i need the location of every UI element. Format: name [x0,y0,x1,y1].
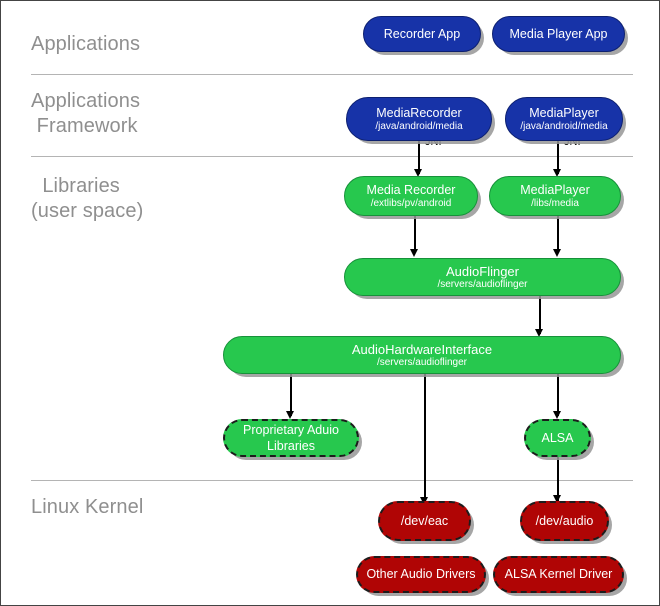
node-audioflinger[interactable]: AudioFlinger /servers/audioflinger [344,258,621,296]
arrowhead-ahi-alsa [553,411,561,419]
connector-audioflinger-audiohardwareinterface [539,296,541,334]
layer-label-applications: Applications [31,33,141,55]
node-dev-eac[interactable]: /dev/eac [378,501,471,541]
connector-ahi-proprietary [290,374,292,416]
divider-applications-framework [31,156,633,157]
node-alsa-kernel-driver-title: ALSA Kernel Driver [504,567,613,581]
arrowhead-mediaplayerlib-audioflinger [553,249,561,257]
node-mediarecorder-framework-title: MediaRecorder [376,105,462,120]
connector-ahi-dev-eac [424,374,426,504]
connector-ahi-alsa [557,374,559,416]
layer-label-linux-kernel: Linux Kernel [31,496,144,518]
node-alsa-kernel-driver[interactable]: ALSA Kernel Driver [493,556,624,593]
node-audiohardwareinterface[interactable]: AudioHardwareInterface /servers/audiofli… [223,336,621,374]
arrowhead-ahi-proprietary [286,411,294,419]
node-media-recorder-library-path: /extlibs/pv/android [370,197,452,209]
arrowhead-audioflinger-audiohardwareinterface [535,329,543,337]
node-mediaplayer-library-title: MediaPlayer [520,182,590,197]
node-audiohardwareinterface-title: AudioHardwareInterface [351,341,493,357]
node-alsa-title: ALSA [541,430,574,445]
node-other-audio-drivers-title: Other Audio Drivers [366,567,476,581]
divider-applications [31,74,633,75]
node-dev-audio[interactable]: /dev/audio [520,501,609,541]
node-mediaplayer-library-path: /libs/media [531,197,579,209]
node-alsa[interactable]: ALSA [524,419,591,457]
connector-mediaplayer-jni [557,141,559,174]
node-dev-audio-title: /dev/audio [535,513,594,528]
arrowhead-alsa-dev-audio [553,495,561,503]
node-mediaplayer-framework-title: MediaPlayer [529,105,599,120]
layer-label-libraries-line1: Libraries [31,175,120,197]
node-proprietary-audio-libraries[interactable]: Proprietary Aduio Libraries [223,419,359,457]
arrowhead-mediaplayer-jni [553,169,561,177]
node-audiohardwareinterface-path: /servers/audioflinger [376,356,468,368]
node-recorder-app-title: Recorder App [383,26,461,41]
node-audioflinger-path: /servers/audioflinger [437,278,528,290]
arrowhead-mediarecorderlib-audioflinger [410,249,418,257]
connector-mediaplayerlib-audioflinger [557,216,559,253]
connector-mediarecorderlib-audioflinger [414,216,416,253]
node-proprietary-audio-libraries-title: Proprietary Aduio Libraries [243,423,339,453]
node-audioflinger-title: AudioFlinger [446,263,519,279]
layer-label-applications-framework-line2: Framework [31,115,138,137]
node-recorder-app[interactable]: Recorder App [363,16,481,52]
layer-label-libraries-line2: (user space) [31,200,144,222]
node-other-audio-drivers[interactable]: Other Audio Drivers [356,556,486,593]
node-media-player-app-title: Media Player App [509,26,608,41]
node-media-player-app[interactable]: Media Player App [492,16,625,52]
node-mediarecorder-framework-path: /java/android/media [375,120,463,132]
node-mediaplayer-library[interactable]: MediaPlayer /libs/media [489,176,621,216]
node-dev-eac-title: /dev/eac [400,513,449,528]
arrowhead-mediarecorder-jni [414,169,422,177]
connector-alsa-dev-audio [557,456,559,502]
divider-linux-kernel [31,480,633,481]
node-mediaplayer-framework[interactable]: MediaPlayer /java/android/media [505,97,623,141]
node-media-recorder-library-title: Media Recorder [366,182,456,197]
node-media-recorder-library[interactable]: Media Recorder /extlibs/pv/android [344,176,478,216]
node-mediarecorder-framework[interactable]: MediaRecorder /java/android/media [346,97,492,141]
node-mediaplayer-framework-path: /java/android/media [520,120,608,132]
connector-mediarecorder-jni [418,141,420,174]
layer-label-applications-framework-line1: Applications [31,90,141,112]
